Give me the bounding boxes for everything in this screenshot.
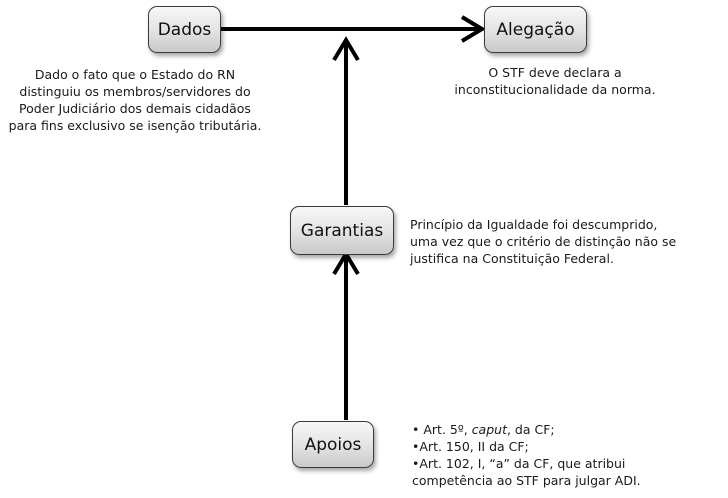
text-garantias-line: justifica na Constituição Federal. <box>410 251 614 266</box>
arrowhead-alegacao <box>460 15 486 43</box>
node-alegacao: Alegação <box>484 6 587 53</box>
text-alegacao: O STF deve declara a inconstitucionalida… <box>452 64 658 98</box>
arrowhead-garantias-up <box>332 36 360 62</box>
text-dados-line: Poder Judiciário dos demais cidadãos <box>19 101 251 116</box>
text-apoios-art5: • Art. 5º, <box>412 422 472 437</box>
text-garantias: Princípio da Igualdade foi descumprido, … <box>410 216 676 267</box>
text-apoios-da-cf: , da CF; <box>506 422 555 437</box>
text-alegacao-line: O STF deve declara a <box>488 65 622 80</box>
text-alegacao-line: inconstitucionalidade da norma. <box>454 82 656 97</box>
node-garantias: Garantias <box>290 206 394 255</box>
node-dados: Dados <box>148 6 221 53</box>
text-apoios-line-2: •Art. 150, II da CF; <box>412 439 529 454</box>
text-dados-line: Dado o fato que o Estado do RN <box>34 67 236 82</box>
text-apoios-caput: caput <box>471 422 507 437</box>
text-dados-line: para fins exclusivo se isenção tributári… <box>8 118 262 133</box>
node-apoios-label: Apoios <box>304 434 362 455</box>
text-dados-line: distinguiu os membros/servidores do <box>19 84 251 99</box>
text-apoios-line-1: • Art. 5º, caput, da CF; <box>412 421 641 438</box>
node-dados-label: Dados <box>157 19 212 40</box>
text-garantias-line: Princípio da Igualdade foi descumprido, <box>410 217 658 232</box>
text-apoios-line-3: •Art. 102, I, “a” da CF, que atribui <box>412 456 626 471</box>
text-apoios: • Art. 5º, caput, da CF; •Art. 150, II d… <box>412 421 641 489</box>
node-garantias-label: Garantias <box>300 220 384 241</box>
node-alegacao-label: Alegação <box>496 19 575 40</box>
text-garantias-line: uma vez que o critério de distinção não … <box>410 234 677 249</box>
text-apoios-line-4: competência ao STF para julgar ADI. <box>412 473 641 488</box>
text-dados: Dado o fato que o Estado do RN distingui… <box>8 66 262 134</box>
node-apoios: Apoios <box>292 421 374 468</box>
